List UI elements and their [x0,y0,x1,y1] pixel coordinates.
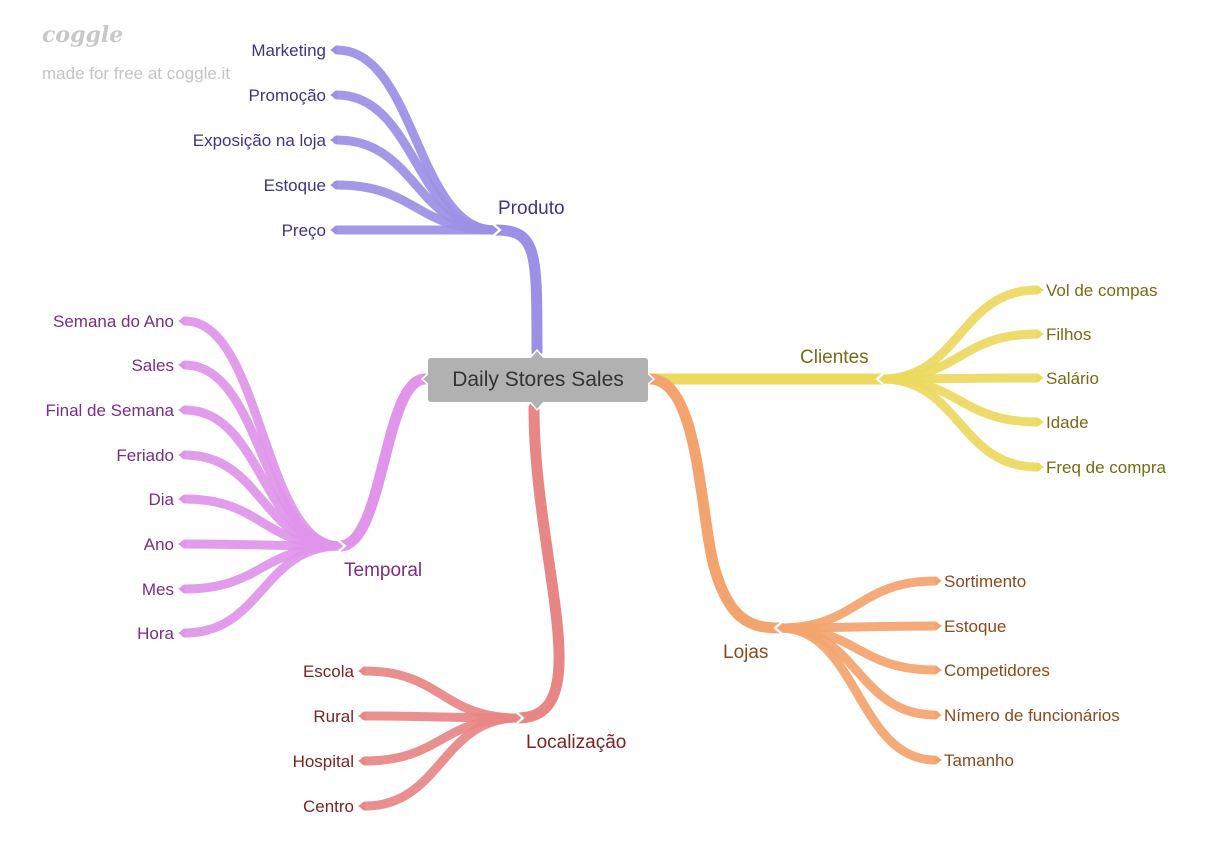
leaf-node-label[interactable]: Hospital [293,752,354,771]
leaf-node-label[interactable]: Estoque [944,617,1006,636]
leaf-node-label[interactable]: Competidores [944,661,1050,680]
edge-tip [330,90,337,100]
edge-temporal-child [180,316,345,551]
leaf-node-label[interactable]: Rural [313,707,354,726]
branch-label-produto[interactable]: Produto [498,198,565,219]
leaf-node-label[interactable]: Marketing [251,41,326,60]
edge-localizacao [512,402,565,724]
leaf-node-label[interactable]: Hora [137,624,174,643]
edge-produto [489,224,543,358]
leaf-node-label[interactable]: Dia [148,490,174,509]
edge-tip [1037,462,1044,472]
edge-tip [1037,285,1044,295]
edge-tip [330,135,337,145]
coggle-logo: coggle [42,22,124,48]
leaf-node-label[interactable]: Idade [1046,413,1089,432]
edge-tip [178,539,185,549]
branch-label-localizacao[interactable]: Localização [526,732,626,753]
hub-chevron [515,711,525,725]
leaf-node-label[interactable]: Sales [131,356,174,375]
edge-tip [1037,329,1044,339]
hub-chevron [492,223,502,237]
hub-chevron [773,621,783,635]
edge-lojas-child [775,576,940,633]
root-connector [645,371,656,387]
edge-tip [935,621,942,631]
edge-localizacao-child [360,713,523,811]
watermark-subtitle: made for free at coggle.it [42,64,231,83]
leaf-node-label[interactable]: Promoção [249,86,326,105]
edge-tip [358,756,365,766]
leaf-node-label[interactable]: Tamanho [944,751,1014,770]
leaf-node-label[interactable]: Nímero de funcionários [944,706,1120,725]
root-node[interactable]: Daily Stores Sales [428,358,648,402]
edge-temporal-child [180,541,345,638]
edge-tip [330,45,337,55]
edge-tip [178,450,185,460]
root-connector [529,401,545,412]
edge-tip [178,360,185,370]
edge-tip [935,665,942,675]
edge-tip [935,710,942,720]
leaf-node-label[interactable]: Preço [282,221,326,240]
edge-tip [1037,417,1044,427]
root-connector [529,348,545,359]
branch-label-temporal[interactable]: Temporal [344,560,422,581]
leaf-node-label[interactable]: Centro [303,797,354,816]
edge-tip [358,801,365,811]
leaf-node-label[interactable]: Final de Semana [45,401,174,420]
leaf-node-label[interactable]: Exposição na loja [193,131,327,150]
edge-tip [935,755,942,765]
leaf-node-label[interactable]: Escola [303,662,355,681]
leaf-node-label[interactable]: Ano [144,535,174,554]
edge-tip [178,405,185,415]
edge-temporal [334,373,431,552]
edge-lojas [644,373,786,634]
edge-tip [358,666,365,676]
branch-label-lojas[interactable]: Lojas [723,642,768,663]
edge-tip [935,576,942,586]
branch-label-clientes[interactable]: Clientes [800,347,869,368]
leaf-node-label[interactable]: Semana do Ano [53,312,174,331]
leaf-node-label[interactable]: Freq de compra [1046,458,1167,477]
leaf-node-label[interactable]: Feriado [116,446,174,465]
hub-chevron [337,539,347,553]
edge-tip [330,180,337,190]
edge-tip [178,584,185,594]
leaf-node-label[interactable]: Mes [142,580,174,599]
edge-localizacao-child [360,666,523,723]
leaf-node-label[interactable]: Salário [1046,369,1099,388]
edge-lojas-child [775,623,940,765]
edge-tip [178,494,185,504]
hub-chevron [875,372,885,386]
edge-tip [178,628,185,638]
edge-clientes-child [877,374,1042,472]
leaf-node-label[interactable]: Vol de compas [1046,281,1158,300]
edge-tip [358,711,365,721]
leaf-node-label[interactable]: Estoque [264,176,326,195]
edge-tip [1037,373,1044,383]
root-label: Daily Stores Sales [452,368,624,391]
leaf-node-label[interactable]: Filhos [1046,325,1091,344]
edges-layer [178,45,1044,811]
edge-tip [178,316,185,326]
leaf-node-label[interactable]: Sortimento [944,572,1026,591]
edge-tip [330,225,337,235]
